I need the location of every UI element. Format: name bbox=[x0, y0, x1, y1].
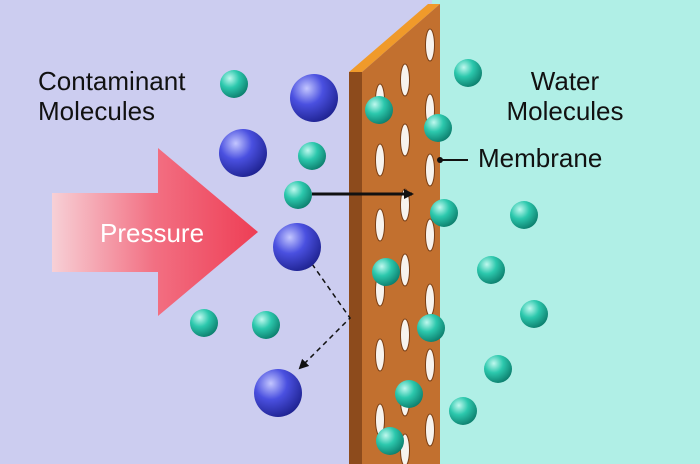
membrane-pore bbox=[425, 413, 435, 447]
water-molecule bbox=[449, 397, 477, 425]
membrane-pore bbox=[400, 253, 410, 287]
contaminant-molecules bbox=[219, 74, 338, 417]
membrane-leader-dot bbox=[437, 157, 443, 163]
membrane-pore bbox=[425, 28, 435, 62]
membrane-pore bbox=[425, 283, 435, 317]
contaminant-molecule bbox=[290, 74, 338, 122]
water-molecule bbox=[220, 70, 248, 98]
contaminant-molecules-label: Contaminant Molecules bbox=[38, 66, 185, 126]
water-molecule bbox=[252, 311, 280, 339]
water-label-line1: Water bbox=[530, 66, 600, 96]
membrane-pore bbox=[400, 123, 410, 157]
water-molecules bbox=[190, 59, 548, 455]
pressure-arrow bbox=[52, 148, 258, 316]
contaminant-molecule bbox=[219, 129, 267, 177]
water-molecule bbox=[477, 256, 505, 284]
water-molecule bbox=[395, 380, 423, 408]
membrane-pore bbox=[400, 63, 410, 97]
membrane-label: Membrane bbox=[478, 143, 603, 173]
water-molecule bbox=[430, 199, 458, 227]
water-molecule bbox=[417, 314, 445, 342]
membrane-pore bbox=[425, 348, 435, 382]
water-molecule bbox=[365, 96, 393, 124]
contaminant-molecule bbox=[254, 369, 302, 417]
contaminant-label-line2: Molecules bbox=[38, 96, 156, 126]
water-molecule bbox=[520, 300, 548, 328]
water-molecule bbox=[298, 142, 326, 170]
contaminant-label-line1: Contaminant bbox=[38, 66, 186, 96]
contaminant-molecule bbox=[273, 223, 321, 271]
contaminant-rejected-arrow bbox=[298, 263, 351, 370]
membrane-top-edge bbox=[349, 4, 440, 72]
water-molecule bbox=[284, 181, 312, 209]
membrane-pore bbox=[375, 208, 385, 242]
membrane-pore bbox=[425, 153, 435, 187]
membrane-side-edge bbox=[349, 72, 362, 464]
water-molecule bbox=[484, 355, 512, 383]
membrane-pore bbox=[375, 338, 385, 372]
water-molecule bbox=[454, 59, 482, 87]
water-label-line2: Molecules bbox=[506, 96, 624, 126]
water-molecules-label: Water Molecules bbox=[500, 66, 630, 126]
water-molecule bbox=[372, 258, 400, 286]
water-molecule bbox=[424, 114, 452, 142]
pressure-label: Pressure bbox=[100, 218, 205, 248]
water-molecule bbox=[510, 201, 538, 229]
membrane bbox=[349, 4, 440, 464]
membrane-pore bbox=[400, 318, 410, 352]
membrane-pore bbox=[425, 218, 435, 252]
water-molecule bbox=[190, 309, 218, 337]
water-molecule bbox=[376, 427, 404, 455]
membrane-pore bbox=[375, 143, 385, 177]
